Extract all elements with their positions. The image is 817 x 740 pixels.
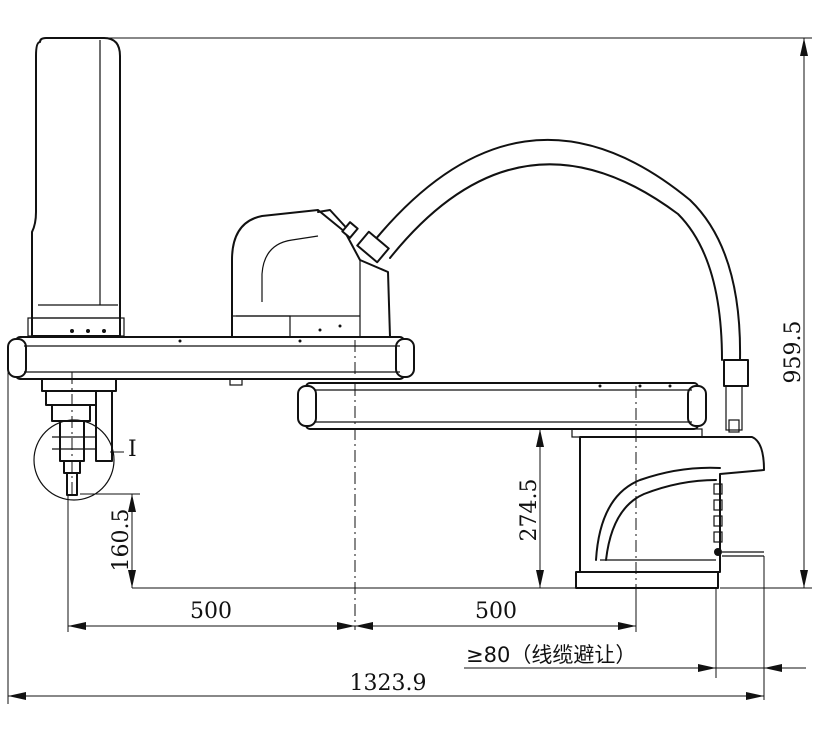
total-length-label: 1323.9 — [350, 671, 427, 696]
dimension-cable-clearance: ≥80（线缆避让） — [464, 556, 806, 700]
joint-2-housing — [231, 209, 391, 338]
arm-1 — [7, 336, 415, 386]
detail-reference: I — [110, 437, 137, 462]
arm-2 — [297, 382, 707, 430]
base-height-label: 274.5 — [517, 479, 542, 542]
z-axis-column — [27, 37, 125, 337]
dimension-tool-height: 160.5 — [80, 493, 140, 588]
detail-label: I — [128, 437, 137, 462]
cable-conduit — [356, 138, 749, 433]
cable-clearance-label: ≥80（线缆避让） — [466, 643, 636, 667]
reach-2-label: 500 — [475, 599, 517, 624]
dimension-total-height: 959.5 — [104, 37, 812, 589]
dimension-total-length: 1323.9 — [7, 372, 764, 704]
dimension-reach: 500 500 — [67, 494, 637, 632]
tool-height-label: 160.5 — [109, 509, 134, 572]
dimension-base-height: 274.5 — [132, 429, 580, 589]
total-height-label: 959.5 — [781, 321, 806, 384]
end-effector — [33, 378, 117, 501]
center-lines — [71, 340, 637, 630]
reach-1-label: 500 — [190, 599, 232, 624]
robot-base — [571, 428, 765, 589]
